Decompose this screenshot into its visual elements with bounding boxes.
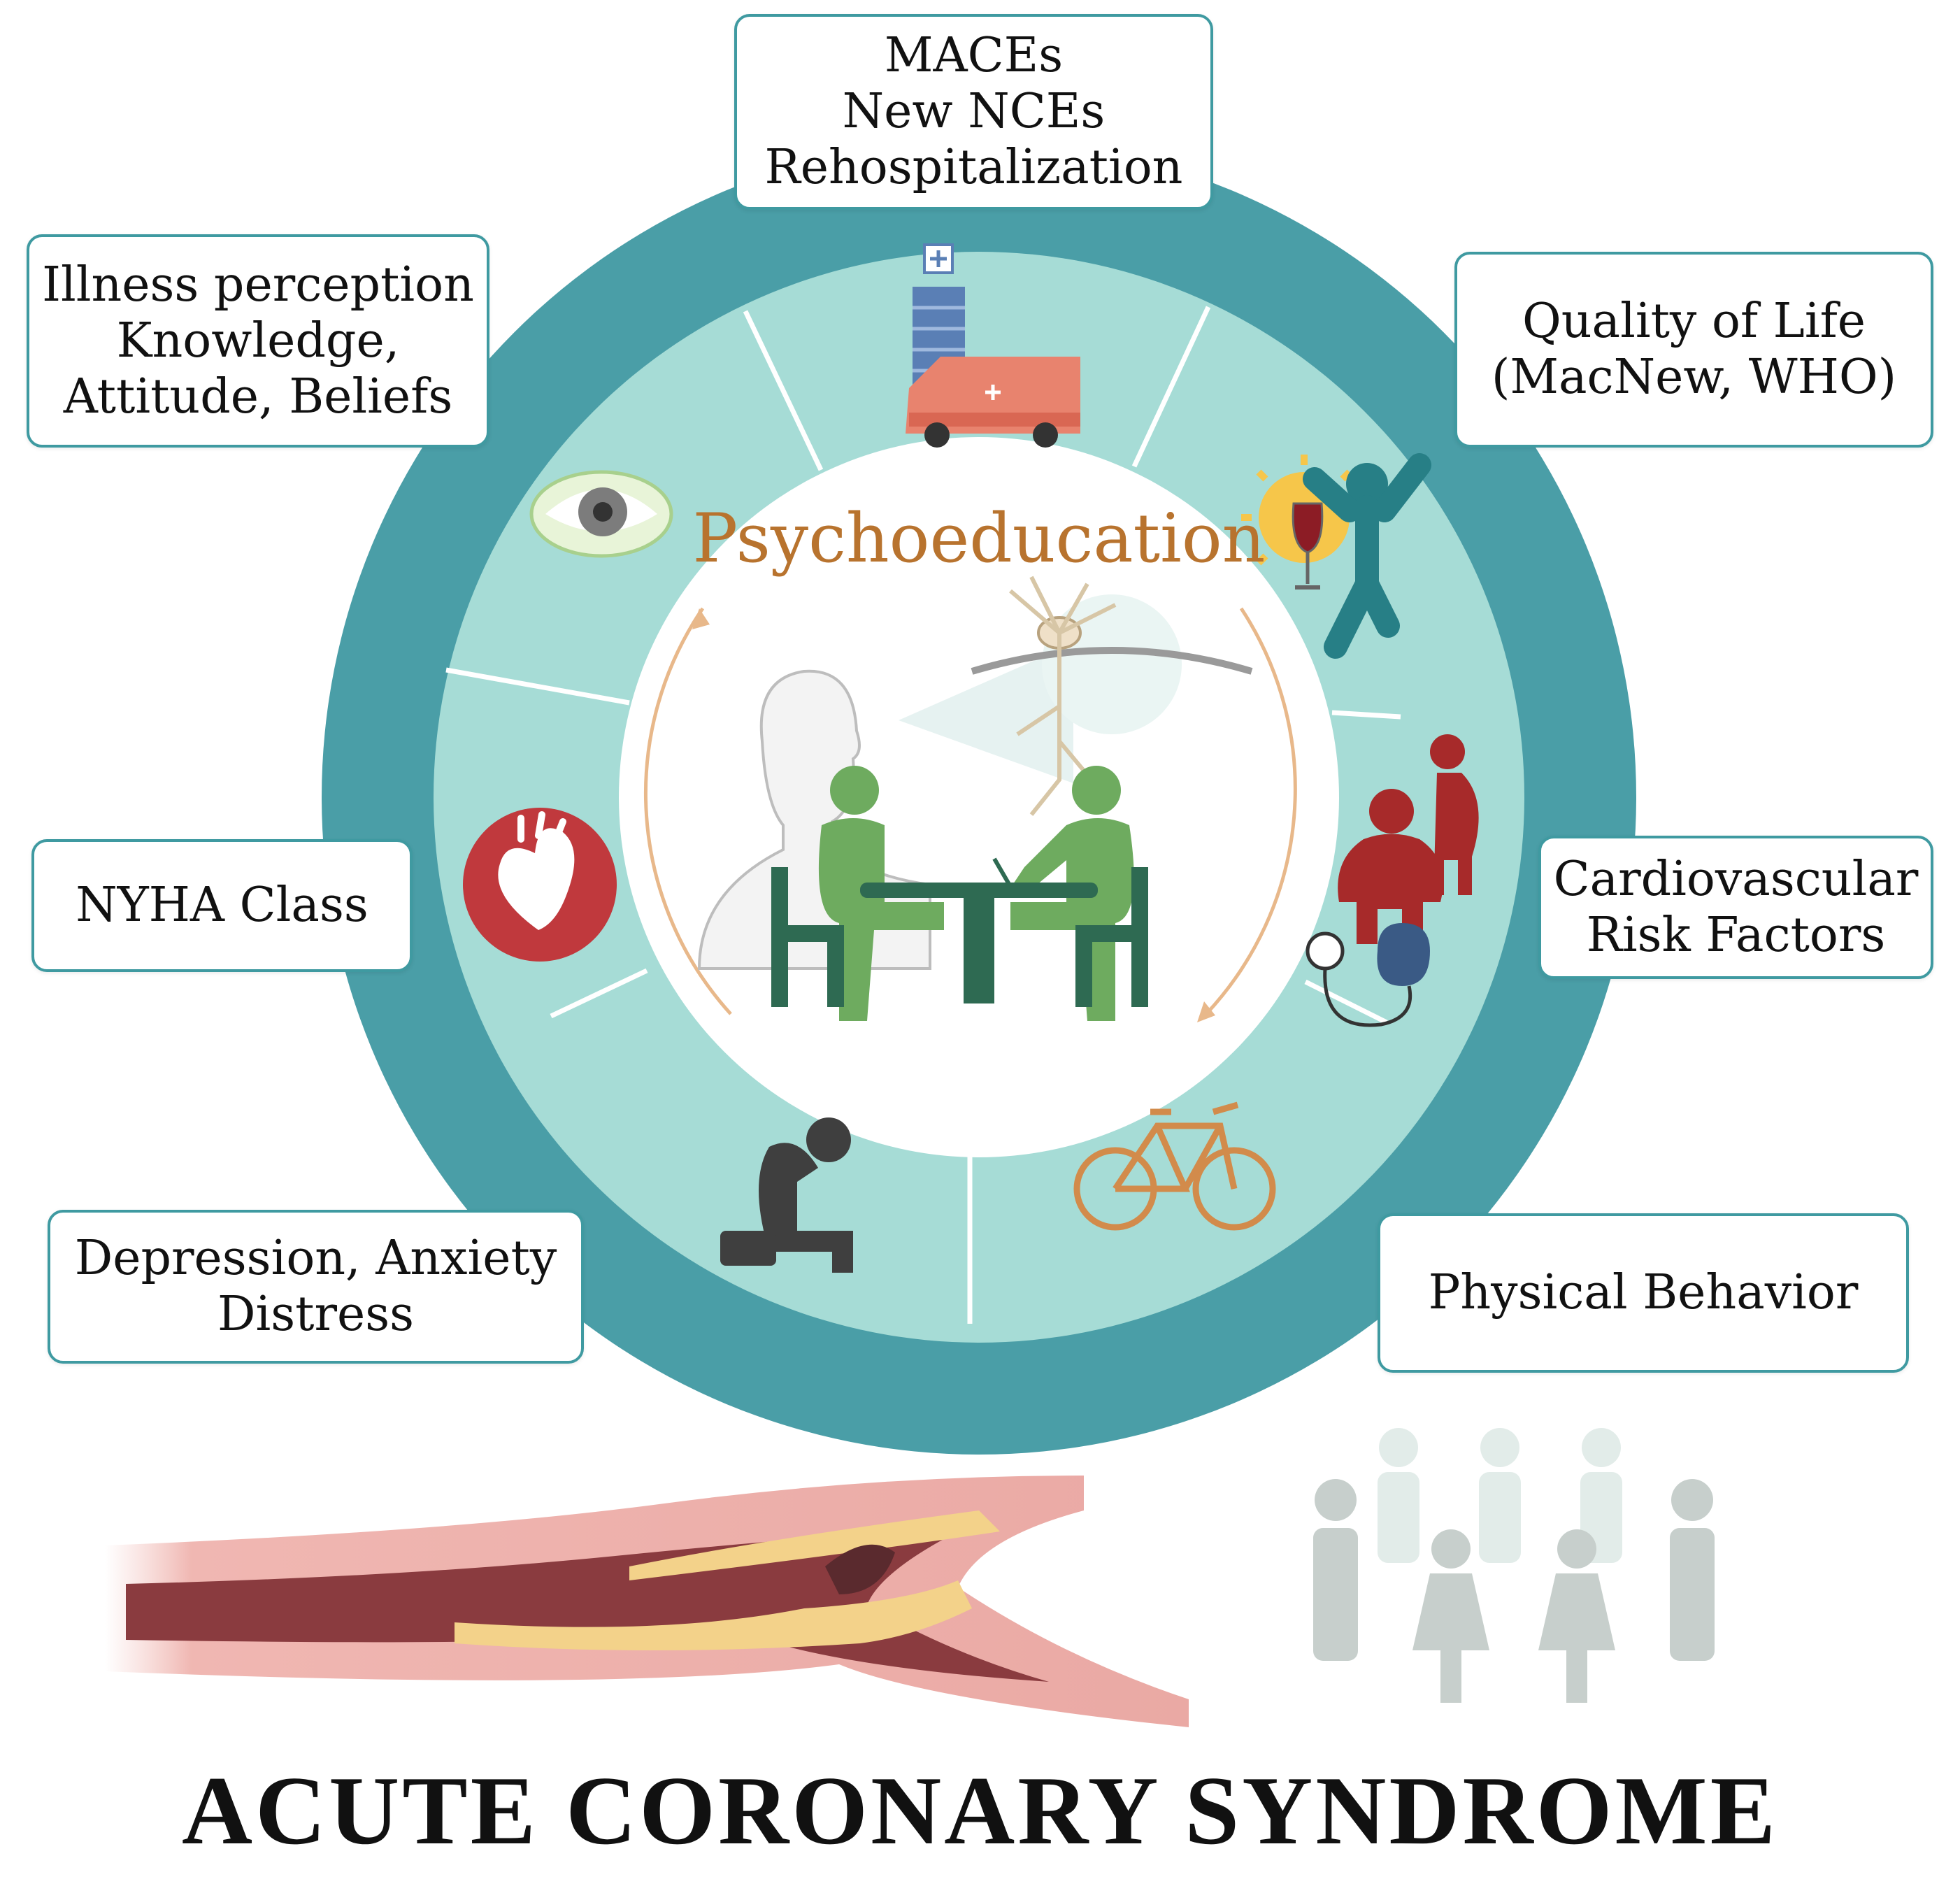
artery-plaque-icon xyxy=(105,1476,1189,1727)
illness-line-3: Attitude, Beliefs xyxy=(63,369,453,424)
physical-line-1: Physical Behavior xyxy=(1428,1265,1859,1320)
cardio-line-1: Cardiovascular xyxy=(1553,851,1919,907)
illness-line-1: Illness perception xyxy=(42,257,474,313)
neuron-icon xyxy=(899,576,1253,816)
outcomes-box: MACEs New NCEs Rehospitalization xyxy=(734,14,1213,210)
quality-line-1: Quality of Life xyxy=(1522,294,1866,349)
nyha-class-box: NYHA Class xyxy=(31,839,413,972)
illness-perception-box: Illness perception Knowledge, Attitude, … xyxy=(27,234,489,448)
nyha-line-1: NYHA Class xyxy=(76,878,369,933)
depression-line-2: Distress xyxy=(217,1287,415,1342)
illness-line-2: Knowledge, xyxy=(116,313,400,369)
depression-line-1: Depression, Anxiety xyxy=(74,1231,557,1286)
center-title: Psychoeducation xyxy=(692,499,1266,578)
outcomes-line-2: New NCEs xyxy=(842,84,1106,139)
therapy-session-icon xyxy=(771,766,1148,1021)
quality-of-life-box: Quality of Life (MacNew, WHO) xyxy=(1454,252,1933,448)
acs-title: ACUTE CORONARY SYNDROME xyxy=(181,1757,1779,1865)
cycle-arrows xyxy=(643,607,1297,1022)
segment-dividers xyxy=(445,306,1401,1324)
bicycle-icon xyxy=(1073,1101,1276,1231)
celebrating-person-icon xyxy=(1303,453,1431,659)
cardiovascular-risk-box: Cardiovascular Risk Factors xyxy=(1538,836,1933,979)
outcomes-line-3: Rehospitalization xyxy=(764,140,1183,195)
wine-glass-icon xyxy=(1292,502,1324,590)
heart-icon xyxy=(463,808,617,962)
overweight-people-icon xyxy=(1338,734,1479,944)
quality-line-2: (MacNew, WHO) xyxy=(1491,350,1897,405)
blood-pressure-cuff-icon xyxy=(1306,923,1430,1027)
population-icon xyxy=(1313,1428,1715,1703)
sad-person-icon xyxy=(720,1117,853,1273)
depression-box: Depression, Anxiety Distress xyxy=(48,1210,584,1364)
outcomes-line-1: MACEs xyxy=(884,28,1064,83)
eye-icon xyxy=(529,470,673,558)
cardio-line-2: Risk Factors xyxy=(1586,907,1886,963)
physical-behavior-box: Physical Behavior xyxy=(1378,1213,1909,1373)
ambulance-icon xyxy=(906,357,1080,448)
